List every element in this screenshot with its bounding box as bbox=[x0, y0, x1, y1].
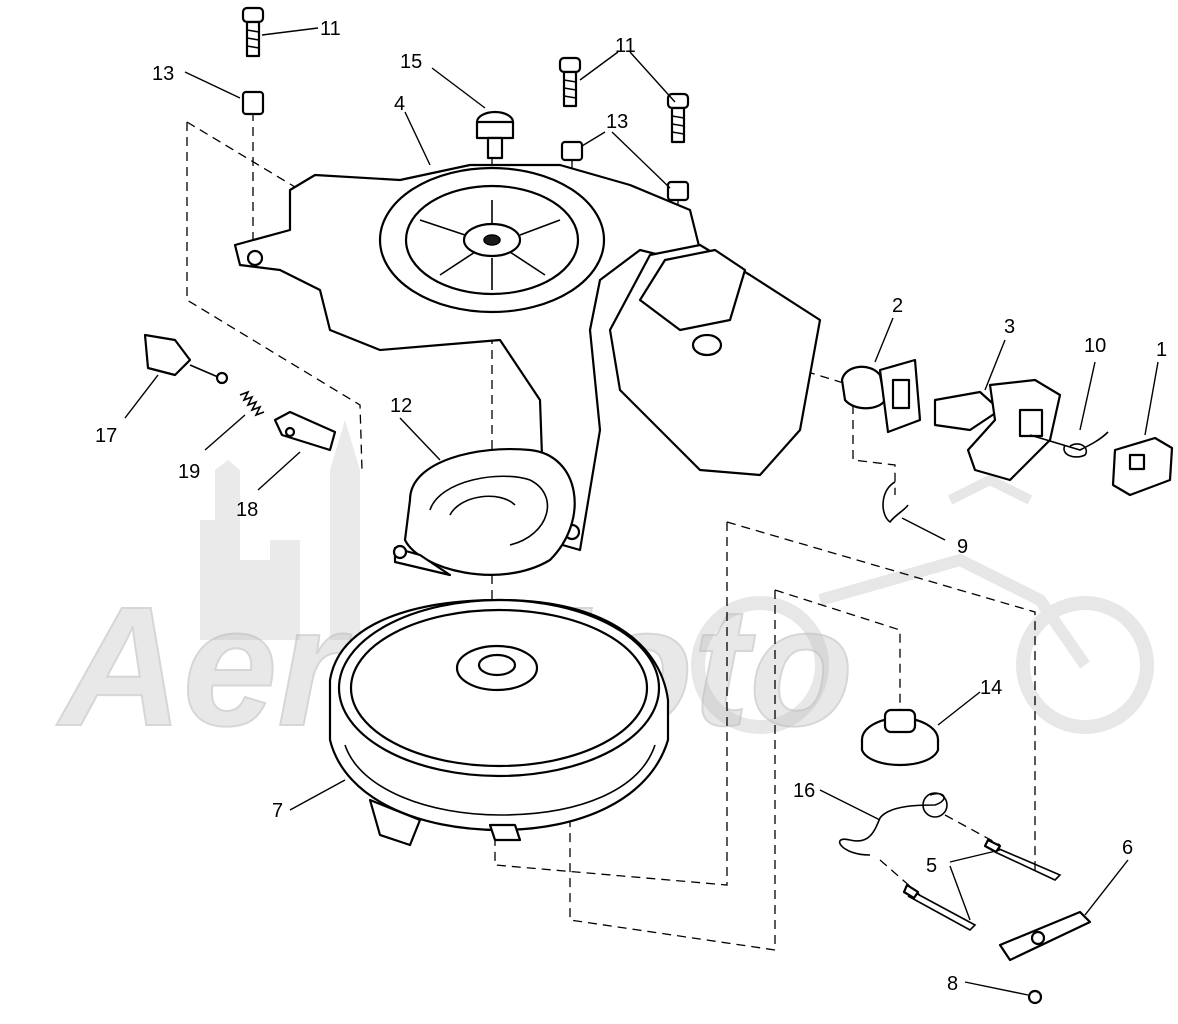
drive-cam-part-14 bbox=[860, 708, 940, 766]
callout-17: 17 bbox=[95, 425, 117, 447]
motorcycle-watermark-icon bbox=[691, 474, 1154, 734]
skyline-watermark-icon bbox=[200, 420, 360, 640]
callout-leaders bbox=[124, 27, 1159, 996]
rope-part-10 bbox=[1029, 431, 1109, 458]
clip-part-9 bbox=[882, 481, 909, 524]
spring-part-19 bbox=[239, 390, 265, 417]
recoil-spring-part-12 bbox=[392, 448, 576, 577]
callout-13-left: 13 bbox=[152, 63, 174, 85]
screw-part-15 bbox=[475, 110, 515, 160]
retaining-clip-part-8 bbox=[1027, 989, 1043, 1005]
callout-19: 19 bbox=[178, 461, 200, 483]
bolt-11-right bbox=[666, 92, 690, 144]
stop-switch-wire-part-17 bbox=[20, 316, 229, 411]
pulley-part-7 bbox=[328, 598, 670, 847]
callout-5: 5 bbox=[926, 855, 937, 877]
spacers-part-13 bbox=[241, 90, 690, 202]
starter-housing-part-4 bbox=[233, 163, 822, 552]
callout-10: 10 bbox=[1084, 335, 1106, 357]
starter-handle-part-3 bbox=[933, 378, 1062, 482]
mounting-bolts-part-11 bbox=[241, 6, 690, 144]
ratchet-part-6 bbox=[998, 910, 1092, 962]
callout-14: 14 bbox=[980, 677, 1002, 699]
spring-part-16 bbox=[838, 792, 948, 856]
callout-labels: 11 13 15 11 4 13 2 3 10 1 17 12 19 18 9 … bbox=[95, 18, 1167, 995]
callout-3: 3 bbox=[1004, 316, 1015, 338]
callout-9: 9 bbox=[957, 536, 968, 558]
callout-2: 2 bbox=[892, 295, 903, 317]
callout-6: 6 bbox=[1122, 837, 1133, 859]
housing-spokes bbox=[419, 200, 561, 290]
callout-7: 7 bbox=[272, 800, 283, 822]
callout-12: 12 bbox=[390, 395, 412, 417]
callout-11-top-right: 11 bbox=[615, 35, 636, 57]
bolt-11-center bbox=[558, 56, 582, 108]
plunger-part-18 bbox=[273, 410, 337, 452]
callout-15: 15 bbox=[400, 51, 422, 73]
rope-grommet-part-2 bbox=[840, 358, 922, 434]
callout-18: 18 bbox=[236, 499, 258, 521]
callout-11-top-left: 11 bbox=[320, 18, 341, 40]
callout-13-right: 13 bbox=[606, 111, 628, 133]
callout-1: 1 bbox=[1156, 339, 1167, 361]
bolt-11-left bbox=[241, 6, 265, 58]
callout-16: 16 bbox=[793, 780, 815, 802]
callout-4: 4 bbox=[394, 93, 405, 115]
callout-8: 8 bbox=[947, 973, 958, 995]
handle-insert-part-1 bbox=[1111, 436, 1174, 497]
pawls-part-5 bbox=[902, 838, 1062, 931]
